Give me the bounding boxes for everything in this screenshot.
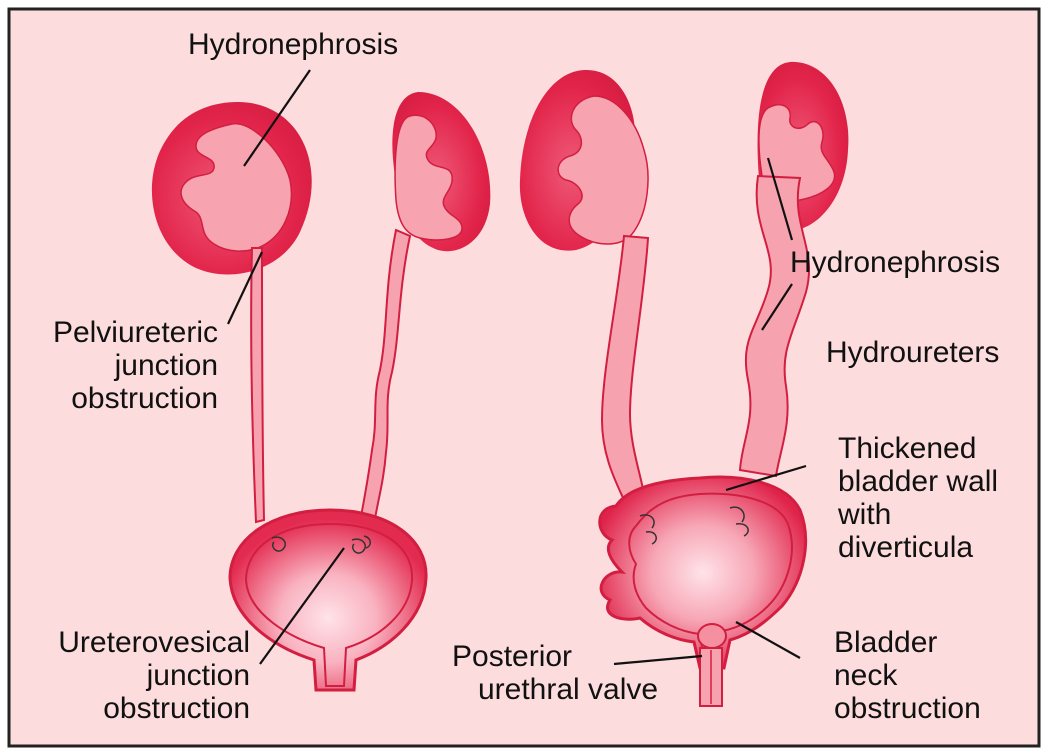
- label-hydronephrosis-right: Hydronephrosis: [790, 246, 1000, 279]
- label-line: junction: [53, 349, 218, 382]
- label-hydroureters: Hydroureters: [826, 336, 999, 369]
- label-line: Pelviureteric: [53, 316, 218, 349]
- label-line: obstruction: [53, 382, 218, 415]
- label-line: with: [838, 498, 998, 531]
- label-line: Bladder: [834, 626, 981, 659]
- label-line: diverticula: [838, 531, 998, 564]
- label-line: obstruction: [58, 692, 250, 725]
- label-line: junction: [58, 659, 250, 692]
- label-line: bladder wall: [838, 465, 998, 498]
- posterior-urethral-valve-bulge: [698, 624, 726, 648]
- label-ureterovesical-junction-obstruction: Ureterovesical junction obstruction: [58, 626, 250, 725]
- label-line: Ureterovesical: [58, 626, 250, 659]
- label-line: obstruction: [834, 692, 981, 725]
- label-hydronephrosis-top: Hydronephrosis: [188, 28, 398, 61]
- label-line: neck: [834, 659, 981, 692]
- label-bladder-neck-obstruction: Bladder neck obstruction: [834, 626, 981, 725]
- label-line: Posterior: [452, 640, 684, 673]
- label-posterior-urethral-valve: Posterior urethral valve: [452, 640, 684, 706]
- label-thickened-bladder-wall: Thickened bladder wall with diverticula: [838, 432, 998, 564]
- label-line: urethral valve: [452, 673, 684, 706]
- label-line: Thickened: [838, 432, 998, 465]
- label-pelviureteric-junction-obstruction: Pelviureteric junction obstruction: [53, 316, 218, 415]
